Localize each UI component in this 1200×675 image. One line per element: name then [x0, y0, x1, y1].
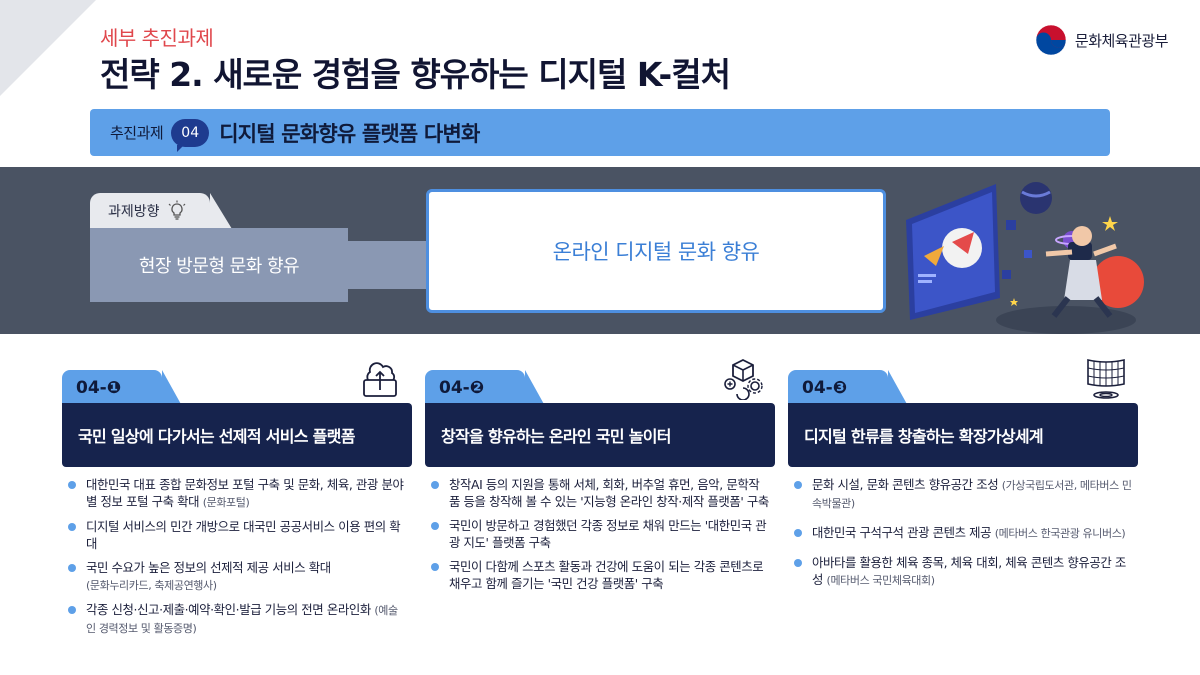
card-code-tab: 04-❷: [425, 370, 545, 406]
card-code-tab: 04-❶: [62, 370, 182, 406]
list-item: 문화 시설, 문화 콘텐츠 향유공간 조성 (가상국립도서관, 메타버스 민속박…: [792, 476, 1132, 512]
card-title: 국민 일상에 다가서는 선제적 서비스 플랫폼: [62, 403, 412, 467]
task-label: 추진과제: [110, 124, 164, 142]
card-code-tab: 04-❸: [788, 370, 908, 406]
list-item: 대한민국 대표 종합 문화정보 포털 구축 및 문화, 체육, 관광 분야별 정…: [66, 476, 406, 511]
card-title: 창작을 향유하는 온라인 국민 놀이터: [425, 403, 775, 467]
direction-tab: 과제방향: [90, 193, 232, 229]
card-bullet-list: 창작AI 등의 지원을 통해 서체, 회화, 버추얼 휴먼, 음악, 문학작품 …: [429, 476, 769, 599]
page-subtitle: 세부 추진과제: [100, 26, 214, 50]
ministry-logo: 문화체육관광부: [1035, 24, 1169, 56]
lightbulb-icon: [168, 200, 185, 220]
ministry-name: 문화체육관광부: [1074, 31, 1169, 50]
vr-metaverse-illustration: [906, 182, 1144, 334]
corner-decoration: [0, 0, 96, 96]
list-item: 국민이 다함께 스포츠 활동과 건강에 도움이 되는 각종 콘텐츠로 채우고 함…: [429, 558, 769, 592]
task-title: 디지털 문화향유 플랫폼 다변화: [219, 121, 480, 146]
cloud-tablet-icon: [363, 362, 397, 397]
card-bullet-list: 문화 시설, 문화 콘텐츠 향유공간 조성 (가상국립도서관, 메타버스 민속박…: [792, 476, 1132, 601]
taegeuk-logo-icon: [1035, 24, 1067, 56]
card-title: 디지털 한류를 창출하는 확장가상세계: [788, 403, 1138, 467]
task-banner: 추진과제 04 디지털 문화향유 플랫폼 다변화: [90, 109, 1110, 156]
list-item: 국민이 방문하고 경험했던 각종 정보로 채워 만드는 '대한민국 관광 지도'…: [429, 517, 769, 551]
direction-tab-label: 과제방향: [108, 204, 160, 220]
list-item: 아바타를 활용한 체육 종목, 체육 대회, 체육 콘텐츠 향유공간 조성 (메…: [792, 554, 1132, 589]
card-bullet-list: 대한민국 대표 종합 문화정보 포털 구축 및 문화, 체육, 관광 분야별 정…: [66, 476, 406, 644]
from-direction-box: 현장 방문형 문화 향유: [90, 228, 348, 302]
hologram-screen-icon: [1087, 359, 1125, 399]
list-item: 국민 수요가 높은 정보의 선제적 제공 서비스 확대(문화누리카드, 축제공연…: [66, 559, 406, 594]
direction-arrow-body: [348, 241, 438, 289]
list-item: 대한민국 구석구석 관광 콘텐츠 제공 (메타버스 한국관광 유니버스): [792, 524, 1132, 542]
cube-gear-icon: [724, 358, 763, 400]
to-direction-box: 온라인 디지털 문화 향유: [426, 189, 886, 313]
page-title: 전략 2. 새로운 경험을 향유하는 디지털 K-컬처: [100, 55, 731, 94]
task-number-badge: 04: [171, 118, 210, 152]
list-item: 창작AI 등의 지원을 통해 서체, 회화, 버추얼 휴먼, 음악, 문학작품 …: [429, 476, 769, 510]
list-item: 디지털 서비스의 민간 개방으로 대국민 공공서비스 이용 편의 확대: [66, 518, 406, 552]
list-item: 각종 신청·신고·제출·예약·확인·발급 기능의 전면 온라인화 (예술인 경력…: [66, 601, 406, 637]
